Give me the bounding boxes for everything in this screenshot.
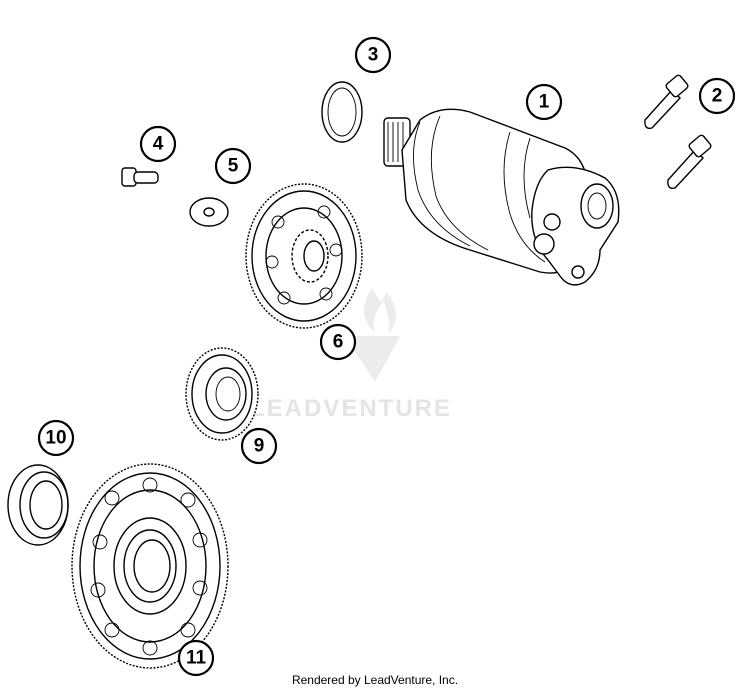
starter-motor xyxy=(383,108,620,286)
o-ring xyxy=(321,81,363,143)
washer xyxy=(189,197,229,227)
svg-text:9: 9 xyxy=(254,436,265,457)
callout-4: 4 xyxy=(139,125,177,163)
intermediate-gear xyxy=(245,183,363,329)
callout-2: 2 xyxy=(698,77,736,115)
svg-text:6: 6 xyxy=(333,332,344,353)
callout-1: 1 xyxy=(525,83,563,121)
small-bolt xyxy=(121,167,159,187)
watermark-text: LEADVENTURE xyxy=(250,395,452,422)
svg-text:5: 5 xyxy=(228,156,239,177)
footer-credit: Rendered by LeadVenture, Inc. xyxy=(291,673,459,687)
bolt-lower xyxy=(667,134,712,190)
seal-ring xyxy=(7,464,69,546)
watermark-logo-icon xyxy=(345,288,400,382)
svg-text:11: 11 xyxy=(186,648,207,669)
watermark: LEADVENTURE xyxy=(250,288,452,422)
svg-text:1: 1 xyxy=(539,92,550,113)
callout-11: 11 xyxy=(177,639,215,677)
svg-text:10: 10 xyxy=(45,428,66,449)
svg-text:2: 2 xyxy=(712,86,723,107)
callout-9: 9 xyxy=(240,427,278,465)
svg-text:4: 4 xyxy=(153,134,164,155)
callout-3: 3 xyxy=(354,36,392,74)
bolt-upper xyxy=(644,74,689,130)
starter-gear xyxy=(71,463,229,669)
callout-10: 10 xyxy=(37,419,75,457)
callout-6: 6 xyxy=(319,323,357,361)
bolts xyxy=(644,74,712,190)
small-gear xyxy=(185,347,259,441)
callout-5: 5 xyxy=(214,147,252,185)
svg-text:3: 3 xyxy=(368,45,379,66)
